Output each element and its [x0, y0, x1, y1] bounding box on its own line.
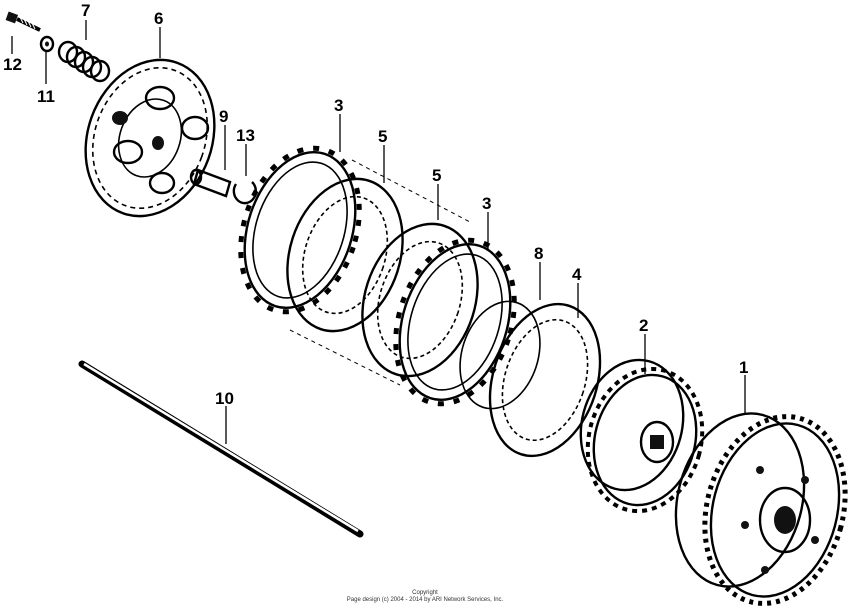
- part-11-washer: [39, 35, 55, 53]
- callout-6: 6: [154, 9, 163, 28]
- callout-13: 13: [236, 126, 255, 145]
- callout-4: 4: [572, 265, 582, 284]
- part-4-plate: [488, 302, 602, 458]
- callout-numbers: 12 11 7 6 9 13 3 5 5 3 8 4 2 1 10: [3, 1, 748, 408]
- callout-3-right: 3: [482, 194, 491, 213]
- callout-12: 12: [3, 55, 22, 74]
- copyright-label: Copyright: [412, 590, 438, 596]
- part-10-push-rod: [78, 360, 364, 538]
- part-13-circlip: [232, 181, 258, 205]
- part-3-friction-disc-right: [393, 237, 517, 407]
- callout-3-left: 3: [334, 96, 343, 115]
- callout-7: 7: [81, 1, 90, 20]
- guide-line-bottom: [289, 329, 401, 386]
- part-1-clutch-outer: [674, 412, 848, 606]
- callout-10: 10: [215, 389, 234, 408]
- part-9-lifter-piece: [189, 168, 232, 198]
- callout-1: 1: [739, 358, 748, 377]
- callout-5-right: 5: [432, 166, 441, 185]
- callout-8: 8: [534, 244, 543, 263]
- part-8-wire-ring: [459, 300, 541, 410]
- callout-5-left: 5: [378, 127, 387, 146]
- guide-line-top: [351, 159, 471, 223]
- part-2-clutch-center: [579, 358, 705, 514]
- part-6-pressure-plate: [84, 58, 216, 218]
- part-5-steel-plate-left: [286, 177, 404, 333]
- callout-9: 9: [219, 107, 228, 126]
- part-3-friction-disc-left: [238, 145, 362, 315]
- callout-2: 2: [639, 316, 648, 335]
- callout-11: 11: [37, 87, 55, 106]
- leader-lines: [11, 20, 746, 444]
- copyright-notice: Page design (c) 2004 - 2014 by ARI Netwo…: [346, 597, 504, 603]
- part-5-steel-plate-right: [361, 222, 479, 378]
- part-12-bolt: [5, 11, 41, 32]
- part-7-spring: [57, 40, 111, 83]
